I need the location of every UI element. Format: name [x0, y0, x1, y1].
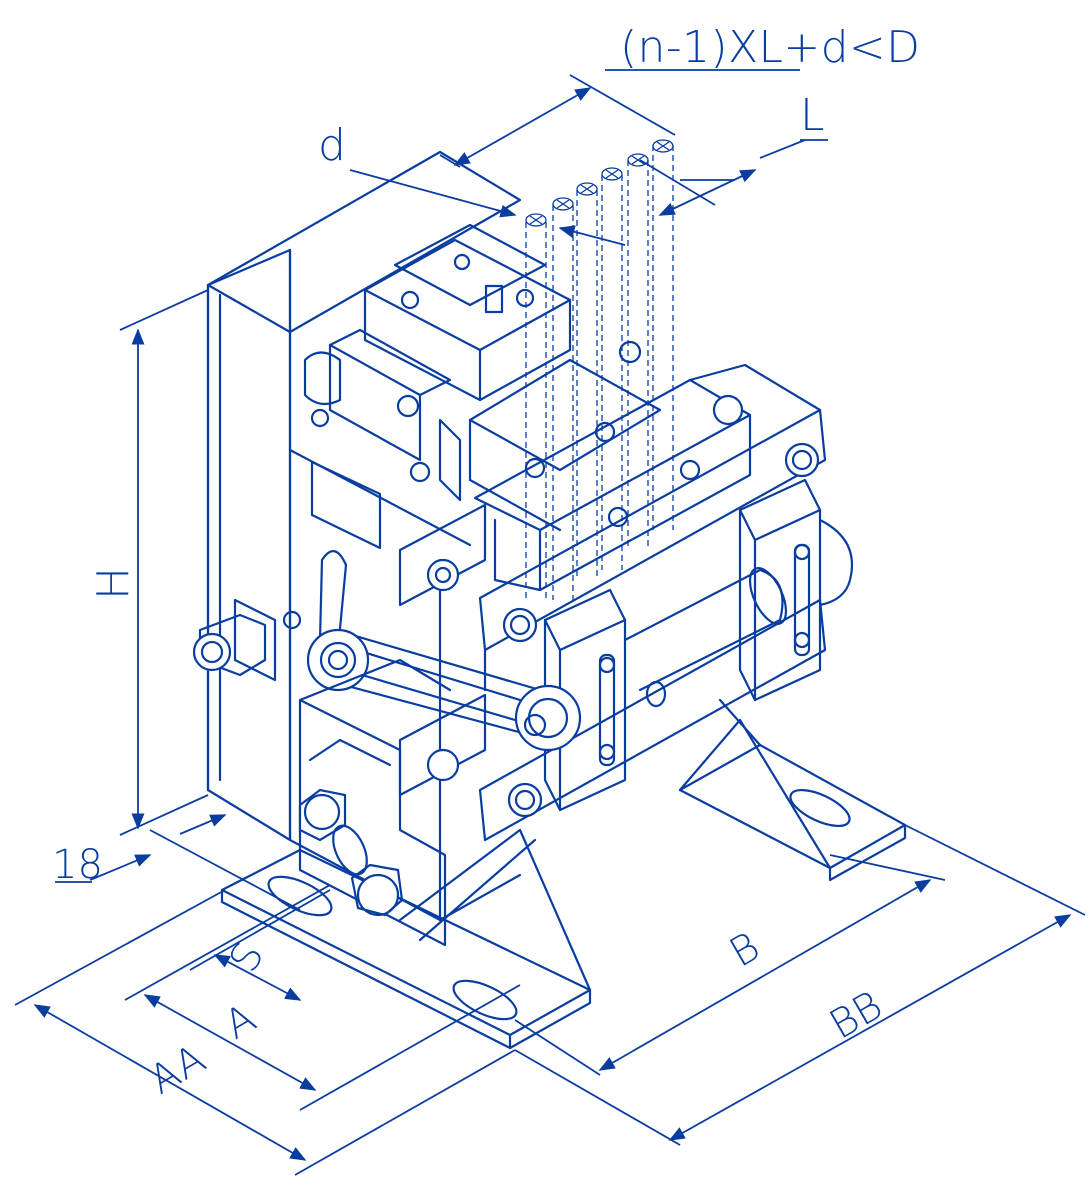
upper-mechanism — [303, 223, 752, 592]
base-bracket-right — [678, 698, 907, 882]
label-BB: BB — [822, 983, 890, 1049]
label-H: H — [88, 567, 139, 600]
label-d: d — [318, 120, 346, 171]
lever-arm — [306, 628, 582, 752]
dimension-lines — [14, 69, 1086, 1176]
base-bracket-left — [220, 828, 592, 1050]
mounting-bracket — [298, 658, 452, 947]
label-A: A — [217, 995, 264, 1049]
label-18: 18 — [52, 842, 103, 888]
label-AA: AA — [142, 1036, 213, 1104]
label-formula: (n-1)XL+d<D — [620, 22, 920, 73]
label-B: B — [722, 924, 768, 977]
label-L: L — [800, 90, 825, 141]
label-S: S — [221, 935, 274, 980]
cable-gland — [192, 598, 302, 682]
main-housing — [206, 150, 522, 922]
wire-bundle — [525, 139, 674, 600]
roller-frame — [398, 363, 854, 842]
